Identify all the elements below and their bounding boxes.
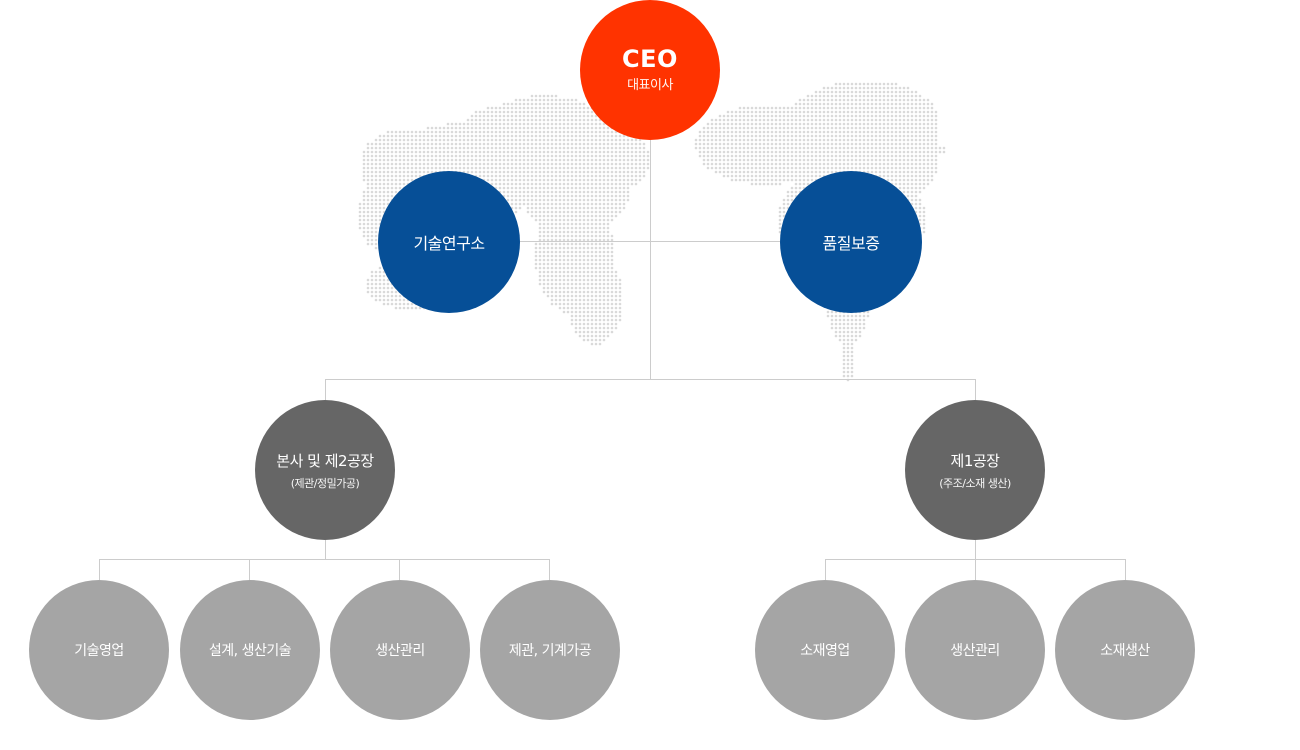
team-label: 설계, 생산기술 (208, 643, 292, 659)
team-label: 기술영업 (74, 643, 124, 659)
team-node-fabrication-machining[interactable]: 제관, 기계가공 (480, 580, 620, 720)
team-node-material-production[interactable]: 소재생산 (1055, 580, 1195, 720)
team-node-production-management[interactable]: 생산관리 (330, 580, 470, 720)
rnd-center-label: 기술연구소 (413, 234, 485, 253)
team-node-material-sales[interactable]: 소재영업 (755, 580, 895, 720)
team-label: 소재영업 (800, 643, 850, 659)
plant-1-label: 제1공장 (950, 451, 1000, 470)
quality-assurance-label: 품질보증 (822, 234, 880, 253)
hq-plant-2-subtitle: (제관/정밀가공) (290, 476, 360, 490)
team-node-tech-sales[interactable]: 기술영업 (29, 580, 169, 720)
team-node-design-production-tech[interactable]: 설계, 생산기술 (180, 580, 320, 720)
team-node-production-management[interactable]: 생산관리 (905, 580, 1045, 720)
plant-1-subtitle: (주조/소재 생산) (939, 476, 1011, 490)
hq-plant-2-node[interactable]: 본사 및 제2공장 (제관/정밀가공) (255, 400, 395, 540)
ceo-title: CEO (622, 45, 678, 73)
ceo-node[interactable]: CEO 대표이사 (580, 0, 720, 140)
team-label: 소재생산 (1100, 643, 1150, 659)
team-label: 생산관리 (375, 643, 425, 659)
rnd-center-node[interactable]: 기술연구소 (378, 171, 520, 313)
hq-plant-2-label: 본사 및 제2공장 (276, 451, 374, 470)
team-label: 생산관리 (950, 643, 1000, 659)
team-label: 제관, 기계가공 (508, 643, 592, 659)
plant-1-node[interactable]: 제1공장 (주조/소재 생산) (905, 400, 1045, 540)
ceo-subtitle: 대표이사 (627, 78, 673, 93)
quality-assurance-node[interactable]: 품질보증 (780, 171, 922, 313)
